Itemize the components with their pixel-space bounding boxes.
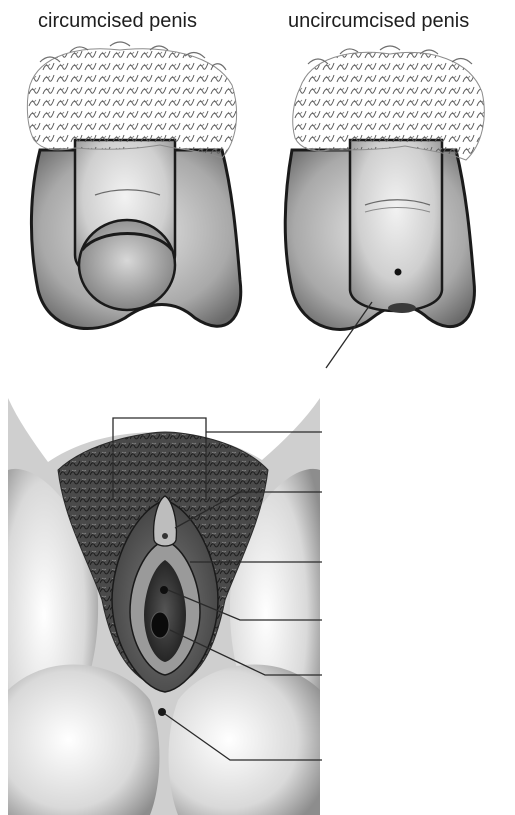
circumcised-pubic-hair xyxy=(27,49,236,158)
circumcised-figure xyxy=(27,42,240,329)
vulva-figure xyxy=(8,398,322,815)
uncircumcised-shaft xyxy=(350,140,442,311)
right-buttock xyxy=(169,665,320,815)
anus xyxy=(158,708,166,716)
foreskin-opening xyxy=(388,303,416,313)
urethral-opening xyxy=(160,586,168,594)
uncircumcised-pubic-hair xyxy=(293,52,485,160)
clitoris xyxy=(162,533,168,539)
left-buttock xyxy=(8,665,159,815)
vaginal-opening xyxy=(151,612,169,638)
label-dot xyxy=(395,269,402,276)
uncircumcised-figure xyxy=(285,46,484,368)
